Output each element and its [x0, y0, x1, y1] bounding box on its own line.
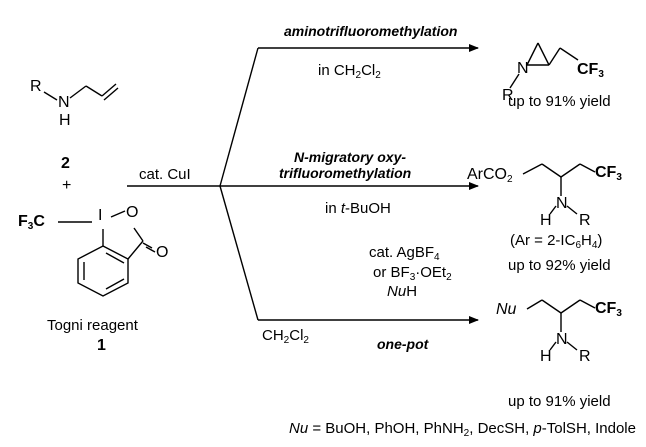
n-migratory-label-line1: N-migratory oxy-: [294, 149, 407, 165]
aziridine-cf3-group: CF3: [577, 61, 604, 80]
one-pot-label: one-pot: [377, 336, 429, 352]
top-yield: up to 91% yield: [508, 93, 611, 110]
aryl-ester-group: ArCO2: [467, 166, 513, 185]
middle-product-hydrogen: H: [540, 212, 552, 229]
nucleophile-reagent: NuH: [387, 283, 418, 300]
nu-product-bonds: [526, 299, 596, 351]
amine-compound-number: 2: [61, 155, 70, 172]
catalyst-label: cat. CuI: [139, 166, 191, 183]
aryl-definition: (Ar = 2-IC6H4): [510, 232, 603, 251]
bottom-product-r-group: R: [579, 348, 591, 365]
togni-cf3-group: F3C: [18, 213, 45, 232]
bottom-solvent: CH2Cl2: [262, 327, 309, 346]
togni-ring-oxygen: O: [126, 204, 139, 221]
silver-catalyst: cat. AgBF4: [369, 244, 440, 263]
top-solvent: in CH2Cl2: [318, 62, 381, 81]
bottom-product-nitrogen: N: [556, 331, 568, 348]
aminotrifluoromethylation-label: aminotrifluoromethylation: [284, 23, 458, 39]
middle-solvent: in t-BuOH: [325, 200, 391, 217]
n-migratory-label-line2: trifluoromethylation: [279, 165, 412, 181]
allylamine-bonds: [43, 83, 119, 101]
middle-product-r-group: R: [579, 212, 591, 229]
amine-hydrogen: H: [59, 112, 71, 129]
bottom-cf3-group: CF3: [595, 300, 622, 319]
reaction-arrows: [127, 44, 479, 324]
middle-product-nitrogen: N: [556, 195, 568, 212]
bottom-product-hydrogen: H: [540, 348, 552, 365]
middle-cf3-group: CF3: [595, 164, 622, 183]
aziridine-r-group: R: [502, 87, 514, 104]
bottom-yield: up to 91% yield: [508, 393, 611, 410]
togni-reagent-bonds: [58, 210, 156, 297]
middle-yield: up to 92% yield: [508, 257, 611, 274]
nucleophile-list: Nu = BuOH, PhOH, PhNH2, DecSH, p-TolSH, …: [289, 420, 636, 439]
aziridine-nitrogen: N: [517, 60, 529, 77]
togni-iodine: I: [98, 207, 103, 224]
amine-nitrogen: N: [58, 94, 70, 111]
nu-group: Nu: [496, 301, 517, 318]
plus-sign: +: [62, 177, 72, 194]
togni-compound-number: 1: [97, 337, 106, 354]
oxy-product-bonds: [522, 163, 596, 215]
boron-catalyst: or BF3·OEt2: [373, 264, 452, 283]
aziridine-bonds: [509, 42, 579, 89]
togni-reagent-name: Togni reagent: [47, 317, 138, 334]
togni-carbonyl-oxygen: O: [156, 244, 169, 261]
amine-r-group: R: [30, 78, 42, 95]
